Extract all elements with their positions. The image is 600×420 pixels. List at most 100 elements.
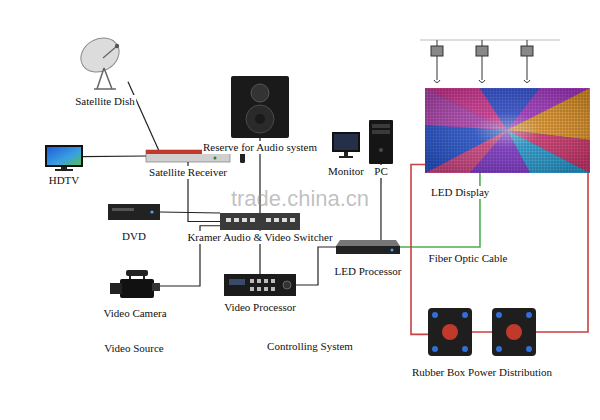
device-node: Reserve for Audio system bbox=[231, 76, 289, 138]
video-processor-button bbox=[257, 279, 261, 283]
processor-led bbox=[391, 249, 394, 252]
dish-feed bbox=[115, 44, 119, 48]
device-node: Satellite Dish bbox=[82, 35, 128, 90]
power-link bbox=[472, 331, 492, 333]
outlet-socket bbox=[526, 346, 532, 352]
cable-line bbox=[411, 165, 428, 335]
processor-front bbox=[336, 246, 400, 254]
switcher-button bbox=[274, 218, 279, 222]
tweeter bbox=[251, 84, 269, 102]
video-processor-button bbox=[250, 279, 254, 283]
hoist-chain bbox=[527, 56, 528, 80]
outlet-socket bbox=[526, 312, 532, 318]
pc-drive-bay bbox=[372, 130, 390, 134]
hoist-body bbox=[521, 46, 533, 56]
video-processor-button bbox=[264, 279, 268, 283]
dish-reflector bbox=[75, 31, 126, 79]
outlet-socket bbox=[496, 346, 502, 352]
pc-tower-icon bbox=[369, 120, 393, 164]
pc-drive-bay bbox=[372, 124, 390, 128]
device-label: LED Display bbox=[430, 186, 490, 199]
device-label: Video Processor bbox=[223, 301, 297, 314]
tv-frame bbox=[45, 145, 83, 167]
monitor-base bbox=[339, 156, 353, 158]
led-display-panel bbox=[425, 88, 590, 173]
device-node: Video Camera bbox=[110, 270, 160, 302]
device-label: PC bbox=[373, 165, 388, 178]
device-label: Satellite Dish bbox=[74, 95, 136, 108]
outlet-socket bbox=[462, 346, 468, 352]
chain-hoist bbox=[521, 40, 533, 83]
device-node: Video Processor bbox=[224, 274, 296, 296]
tv-screen bbox=[47, 147, 81, 165]
tv-base bbox=[55, 169, 73, 171]
video-processor-button bbox=[264, 287, 268, 291]
pc-case bbox=[369, 120, 393, 164]
dish-arm bbox=[103, 46, 117, 58]
video-processor-button bbox=[257, 287, 261, 291]
video-processor-display bbox=[229, 279, 245, 285]
hoist-chain bbox=[437, 56, 438, 80]
monitor-icon bbox=[332, 132, 360, 158]
video-processor-button bbox=[271, 287, 275, 291]
device-label: DVD bbox=[121, 230, 147, 243]
video-processor-icon bbox=[224, 274, 296, 296]
rubber-box bbox=[428, 308, 472, 356]
outlet-socket bbox=[432, 346, 438, 352]
hoist-hook bbox=[437, 40, 438, 46]
switcher-button bbox=[282, 218, 287, 222]
switcher-button bbox=[226, 218, 231, 222]
led-processor-icon bbox=[336, 240, 400, 254]
device-label: Rubber Box Power Distribution bbox=[411, 366, 553, 379]
hoist-chain bbox=[482, 56, 483, 80]
satellite-dish-icon bbox=[75, 31, 126, 89]
dvd-player-icon bbox=[108, 204, 160, 220]
switcher-button bbox=[250, 218, 255, 222]
hoist-hook bbox=[527, 40, 528, 46]
device-label: Reserve for Audio system bbox=[202, 141, 318, 154]
dvd-led bbox=[150, 210, 153, 213]
camera-handle-post bbox=[129, 276, 131, 279]
camera-lens bbox=[110, 283, 122, 294]
woofer-cap bbox=[255, 114, 265, 124]
dish-stand bbox=[94, 68, 116, 89]
cable-line bbox=[128, 82, 159, 150]
device-label: Satellite Receiver bbox=[148, 166, 228, 179]
power-box-icon bbox=[428, 308, 472, 356]
dvd-tray bbox=[112, 208, 134, 211]
video-processor-knob bbox=[283, 281, 291, 289]
cable-line bbox=[400, 173, 480, 247]
led-glow bbox=[425, 88, 590, 173]
cable-line bbox=[83, 155, 146, 157]
video-processor-button bbox=[250, 287, 254, 291]
group-caption: Controlling System bbox=[267, 340, 353, 353]
device-label: Kramer Audio & Video Switcher bbox=[186, 231, 333, 244]
device-label: HDTV bbox=[48, 174, 81, 187]
camera-handle-post bbox=[143, 276, 145, 279]
av-switcher-icon bbox=[220, 213, 300, 230]
hoist-hook bbox=[479, 80, 485, 83]
device-node: HDTV bbox=[45, 145, 83, 171]
speaker-cabinet bbox=[231, 76, 289, 138]
processor-top bbox=[336, 240, 400, 246]
tv-neck bbox=[61, 167, 67, 169]
device-node: PC bbox=[369, 120, 393, 164]
device-node: LED Display bbox=[425, 88, 590, 173]
device-node: Rubber Box Power Distribution bbox=[428, 308, 536, 356]
chain-hoist bbox=[431, 40, 443, 83]
device-node: Monitor bbox=[332, 132, 360, 158]
hoist-hook bbox=[434, 80, 440, 83]
rubber-box bbox=[492, 308, 536, 356]
group-caption: Video Source bbox=[104, 342, 164, 355]
device-node: DVD bbox=[108, 204, 160, 220]
switcher-button bbox=[266, 218, 271, 222]
switcher-body bbox=[220, 213, 300, 230]
hoist-icons bbox=[420, 40, 560, 83]
outlet-socket bbox=[462, 312, 468, 318]
watermark: trade.china.cn bbox=[231, 186, 369, 212]
led-background bbox=[425, 88, 590, 173]
hoist-hook bbox=[482, 40, 483, 46]
cable-line bbox=[296, 247, 336, 285]
camera-body bbox=[120, 279, 154, 298]
